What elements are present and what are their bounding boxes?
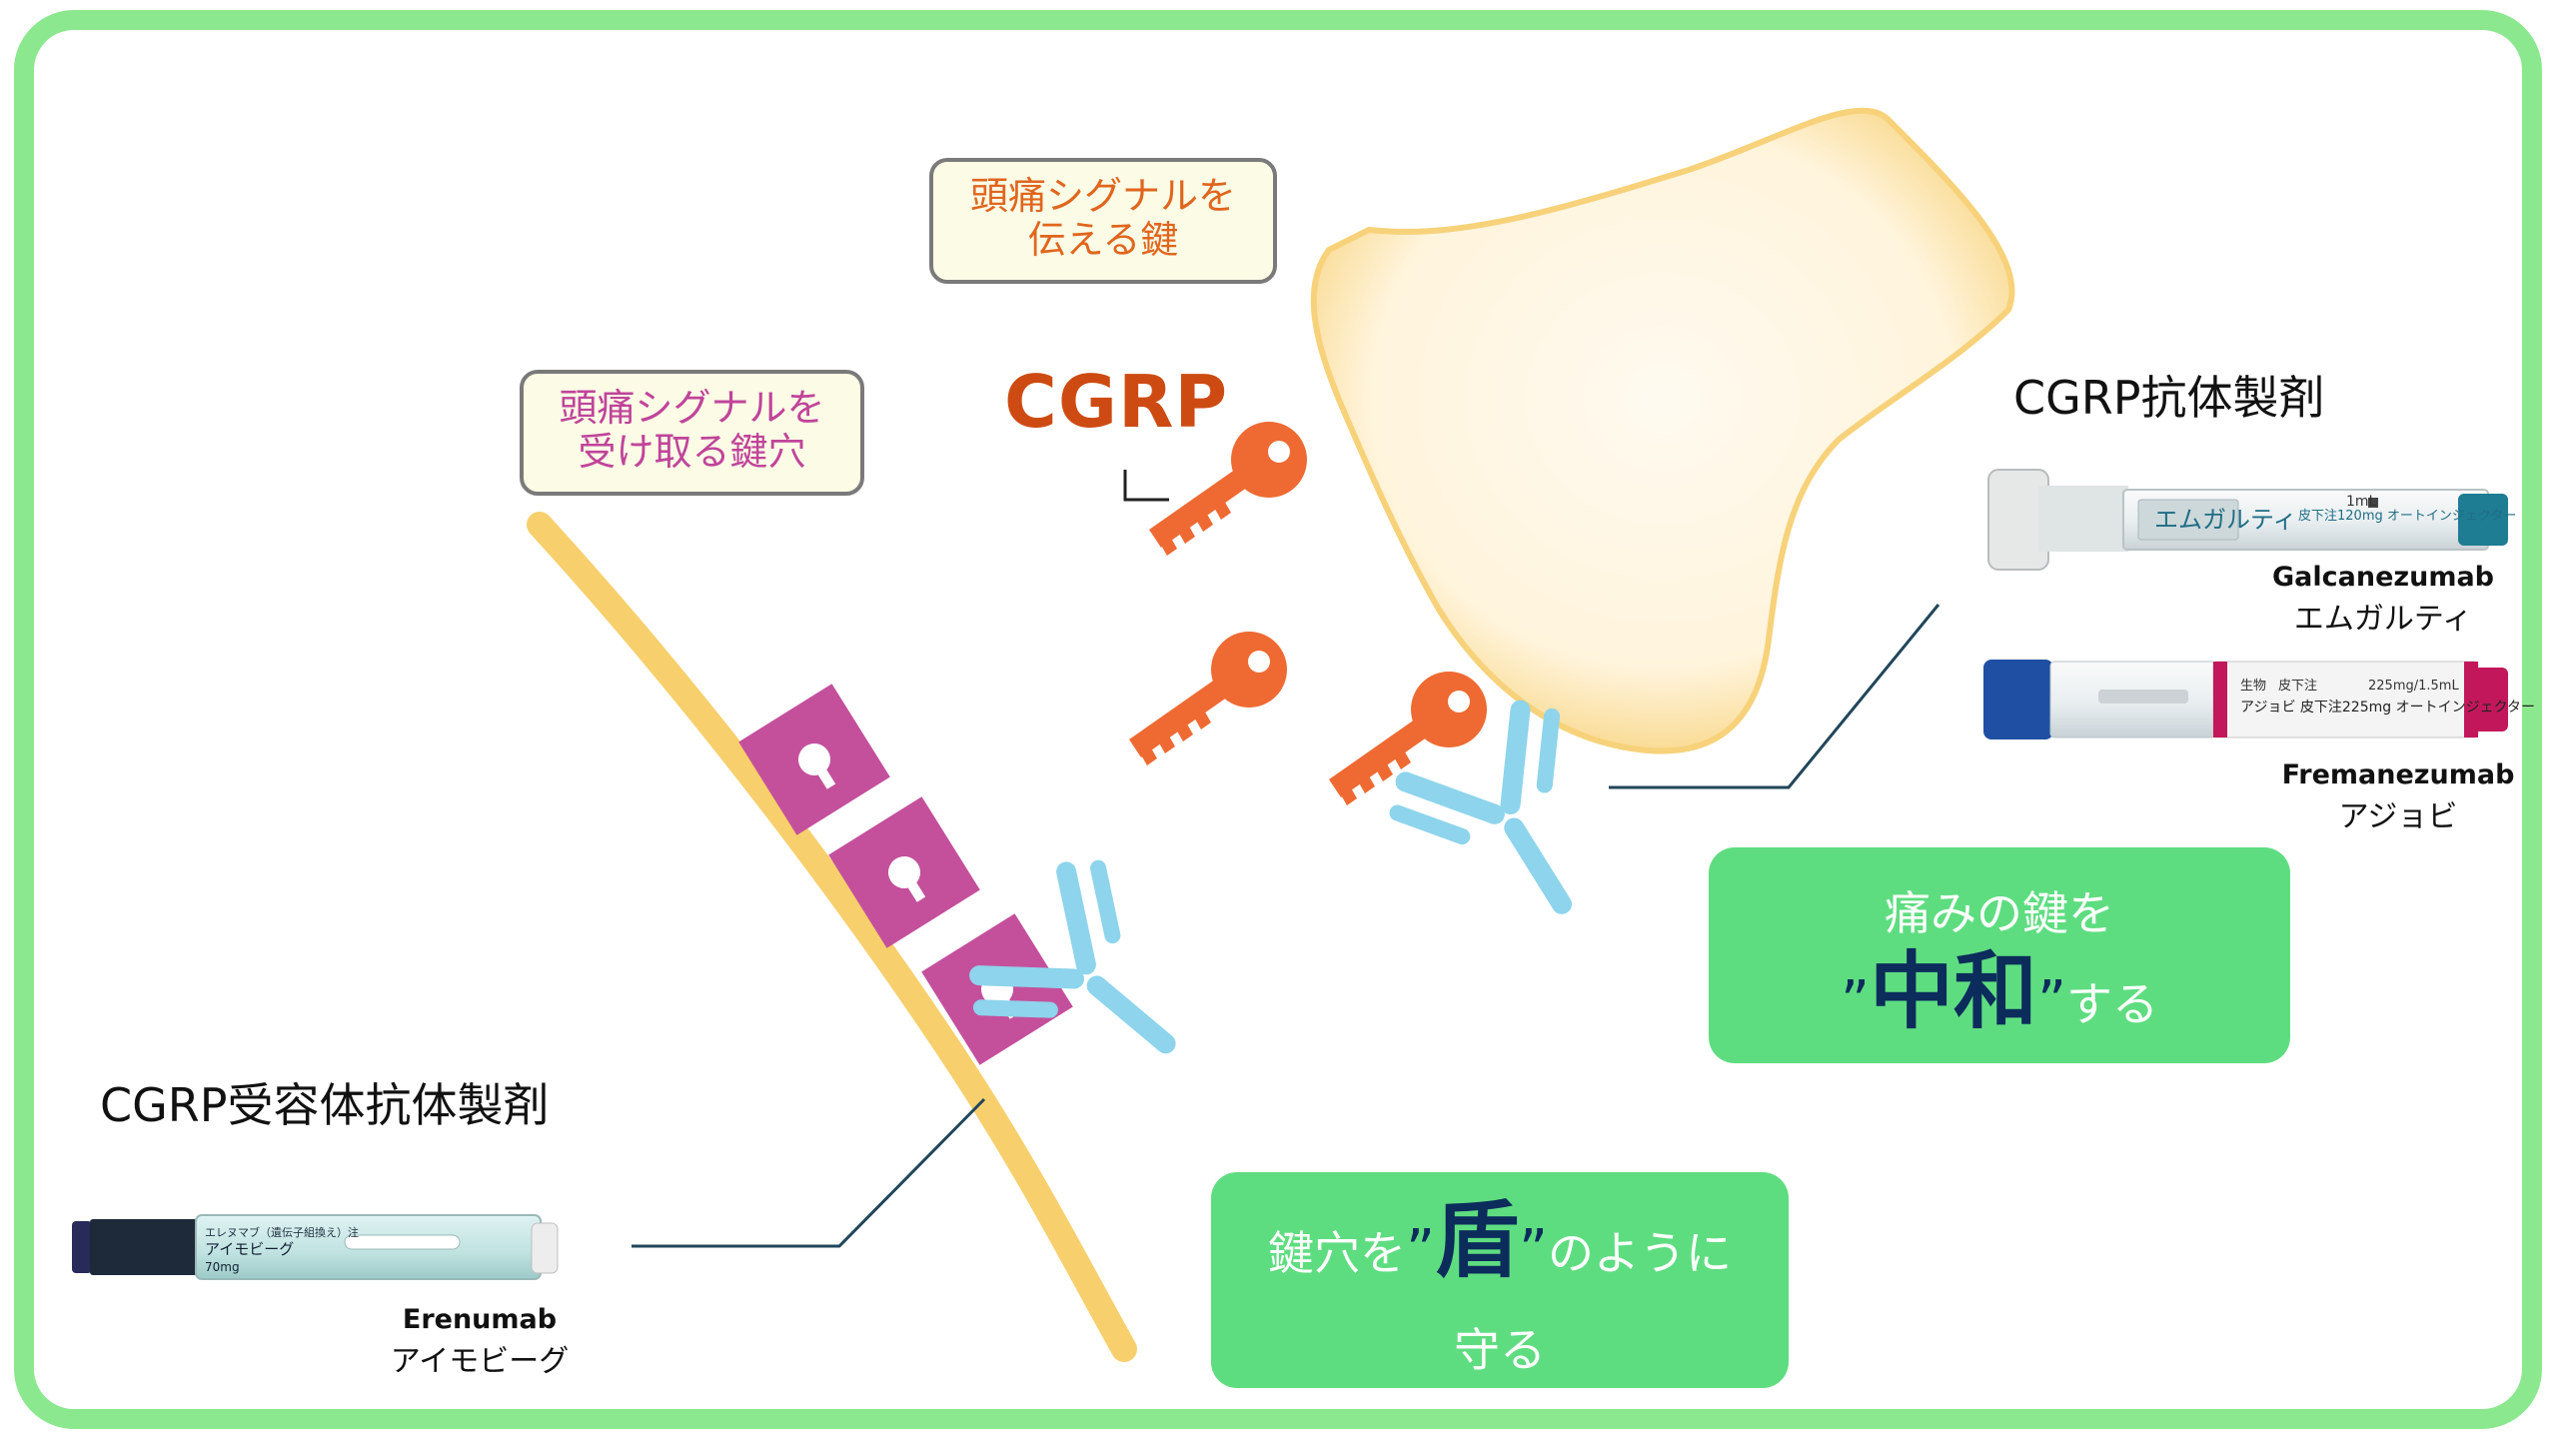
fremanezumab-name-en: Fremanezumab xyxy=(2281,759,2515,790)
leader-line-antibody xyxy=(1609,604,1940,789)
key-signal-line2: 伝える鍵 xyxy=(1027,218,1179,262)
cgrp-receptors xyxy=(738,684,1073,1065)
cgrp-key-icon-2 xyxy=(1129,632,1287,765)
neutralize-suffix: する xyxy=(2066,977,2159,1031)
neutralize-box: 痛みの鍵を ”中和”する xyxy=(1709,847,2290,1063)
galcanezumab-pen-label: エムガルティ xyxy=(2154,506,2297,534)
neutralize-emphasis: 中和 xyxy=(1869,942,2037,1040)
shield-prefix: 鍵穴を xyxy=(1267,1226,1406,1280)
fremanezumab-pen-dose: 225mg/1.5mL xyxy=(2368,679,2459,694)
neutralize-quote-close: ” xyxy=(2037,969,2067,1034)
galcanezumab-pen-dose: 1mL xyxy=(2346,494,2377,510)
cell-membrane xyxy=(527,512,1137,1362)
cgrp-pointer xyxy=(1123,470,1169,502)
galcanezumab-pen-image xyxy=(1987,469,2508,571)
galcanezumab-name-en: Galcanezumab xyxy=(2271,562,2494,593)
key-signal-line1: 頭痛シグナルを xyxy=(969,174,1236,218)
cgrp-label: CGRP xyxy=(1004,360,1229,444)
fremanezumab-pen-label: アジョビ 皮下注225mg オートインジェクター xyxy=(2240,700,2535,716)
shield-quote-open: ” xyxy=(1405,1218,1435,1283)
shield-emphasis: 盾 xyxy=(1434,1191,1519,1289)
erenumab-pen-label: アイモビーグ xyxy=(205,1240,294,1258)
fremanezumab-pen-tag2: 皮下注 xyxy=(2278,679,2317,694)
lock-receive-line2: 受け取る鍵穴 xyxy=(578,430,806,474)
antibody-drug-heading: CGRP抗体製剤 xyxy=(2013,371,2325,425)
fremanezumab-pen-image xyxy=(1983,660,2508,739)
shield-suffix: のように xyxy=(1548,1226,1733,1280)
fremanezumab-name-ja: アジョビ xyxy=(2338,799,2458,834)
receptor-antibody-icon xyxy=(946,835,1240,1129)
erenumab-pen-dose: 70mg xyxy=(205,1260,240,1274)
receptor-antibody-drug-heading: CGRP受容体抗体製剤 xyxy=(100,1078,550,1132)
neutralize-quote-open: ” xyxy=(1840,969,1870,1034)
shield-box: 鍵穴を”盾”のように 守る xyxy=(1211,1172,1789,1388)
shield-line2: 守る xyxy=(1454,1323,1546,1377)
lock-receive-callout: 頭痛シグナルを 受け取る鍵穴 xyxy=(520,370,864,496)
nerve-cell-shape xyxy=(1310,107,2015,754)
neutralize-line1: 痛みの鍵を xyxy=(1885,886,2114,940)
erenumab-pen-sub: エレヌマブ（遺伝子組換え）注 xyxy=(205,1225,359,1239)
galcanezumab-pen-small: 皮下注120mg オートインジェクター xyxy=(2298,509,2516,524)
lock-receive-line1: 頭痛シグナルを xyxy=(559,386,825,430)
fremanezumab-pen-tag1: 生物 xyxy=(2240,679,2266,694)
erenumab-name-en: Erenumab xyxy=(402,1304,558,1335)
erenumab-pen-image xyxy=(72,1214,559,1280)
key-signal-callout: 頭痛シグナルを 伝える鍵 xyxy=(929,158,1277,284)
erenumab-name-ja: アイモビーグ xyxy=(390,1344,570,1379)
leader-line-receptor-antibody xyxy=(632,1097,986,1248)
galcanezumab-name-ja: エムガルティ xyxy=(2293,602,2473,637)
shield-quote-close: ” xyxy=(1519,1218,1549,1283)
